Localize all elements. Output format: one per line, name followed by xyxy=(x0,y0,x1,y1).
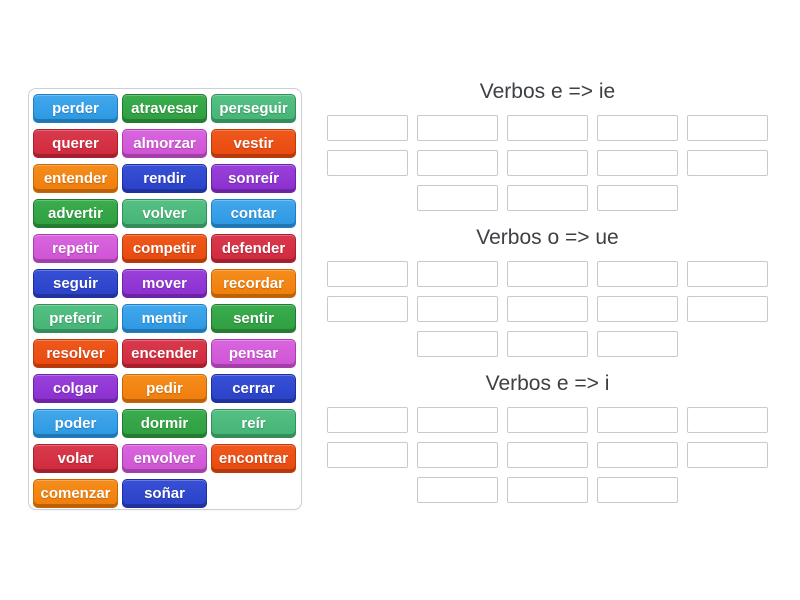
drop-slot[interactable] xyxy=(417,261,498,287)
drop-slot[interactable] xyxy=(597,296,678,322)
word-tile[interactable]: sonreír xyxy=(211,164,296,193)
slot-row xyxy=(327,477,768,503)
drop-slot[interactable] xyxy=(417,407,498,433)
word-tile[interactable]: volar xyxy=(33,444,118,473)
drop-slot[interactable] xyxy=(417,185,498,211)
drop-slot[interactable] xyxy=(687,407,768,433)
slot-row xyxy=(327,261,768,287)
word-tile[interactable]: mover xyxy=(122,269,207,298)
drop-slot[interactable] xyxy=(327,407,408,433)
drop-slot[interactable] xyxy=(507,442,588,468)
drop-slot[interactable] xyxy=(687,115,768,141)
word-tile[interactable]: repetir xyxy=(33,234,118,263)
drop-slot[interactable] xyxy=(597,185,678,211)
word-tile[interactable]: querer xyxy=(33,129,118,158)
drop-slot[interactable] xyxy=(597,115,678,141)
drop-slot[interactable] xyxy=(327,442,408,468)
group-title: Verbos e => ie xyxy=(479,80,616,103)
sort-groups-area: Verbos e => ie Verbos o => ue xyxy=(327,78,768,516)
word-tile[interactable]: entender xyxy=(33,164,118,193)
word-tile[interactable]: encender xyxy=(122,339,207,368)
word-tile[interactable]: cerrar xyxy=(211,374,296,403)
drop-slot[interactable] xyxy=(507,261,588,287)
drop-slot[interactable] xyxy=(597,150,678,176)
word-tile[interactable]: vestir xyxy=(211,129,296,158)
drop-slot[interactable] xyxy=(507,185,588,211)
drop-slot[interactable] xyxy=(327,115,408,141)
drop-slot[interactable] xyxy=(687,150,768,176)
slot-row xyxy=(327,296,768,322)
word-tile[interactable]: perseguir xyxy=(211,94,296,123)
drop-slot[interactable] xyxy=(327,261,408,287)
word-tile[interactable]: mentir xyxy=(122,304,207,333)
word-tile[interactable]: comenzar xyxy=(33,479,118,508)
group-verbos-o-ue: Verbos o => ue xyxy=(327,224,768,357)
group-title: Verbos o => ue xyxy=(476,226,619,249)
word-bank-panel: perder atravesar perseguir querer almorz… xyxy=(28,88,302,510)
drop-slot[interactable] xyxy=(507,296,588,322)
drop-slot[interactable] xyxy=(327,150,408,176)
drop-slot[interactable] xyxy=(507,477,588,503)
drop-slot[interactable] xyxy=(417,442,498,468)
drop-slot[interactable] xyxy=(417,296,498,322)
drop-slot[interactable] xyxy=(597,442,678,468)
drop-slot[interactable] xyxy=(417,477,498,503)
word-tile[interactable]: volver xyxy=(122,199,207,228)
word-tile[interactable]: colgar xyxy=(33,374,118,403)
drop-slot[interactable] xyxy=(597,331,678,357)
word-tile[interactable]: atravesar xyxy=(122,94,207,123)
drop-slot[interactable] xyxy=(597,261,678,287)
drop-slot[interactable] xyxy=(597,477,678,503)
slot-row xyxy=(327,442,768,468)
word-tile[interactable]: rendir xyxy=(122,164,207,193)
word-tile[interactable]: advertir xyxy=(33,199,118,228)
drop-slot[interactable] xyxy=(687,261,768,287)
word-tile[interactable]: defender xyxy=(211,234,296,263)
word-tile[interactable]: recordar xyxy=(211,269,296,298)
slot-row xyxy=(327,407,768,433)
slot-row xyxy=(327,331,768,357)
slot-row xyxy=(327,150,768,176)
drop-slot[interactable] xyxy=(507,150,588,176)
word-tile[interactable]: pedir xyxy=(122,374,207,403)
drop-slot[interactable] xyxy=(327,296,408,322)
word-tile[interactable]: competir xyxy=(122,234,207,263)
group-title: Verbos e => i xyxy=(485,372,610,395)
slot-row xyxy=(327,115,768,141)
word-tile[interactable]: contar xyxy=(211,199,296,228)
word-tile[interactable]: seguir xyxy=(33,269,118,298)
group-verbos-e-i: Verbos e => i xyxy=(327,370,768,503)
drop-slot[interactable] xyxy=(417,150,498,176)
word-tile[interactable]: almorzar xyxy=(122,129,207,158)
drop-slot[interactable] xyxy=(687,296,768,322)
drop-slot[interactable] xyxy=(687,442,768,468)
drop-slot[interactable] xyxy=(507,331,588,357)
word-tile[interactable]: pensar xyxy=(211,339,296,368)
drop-slot[interactable] xyxy=(507,407,588,433)
word-tile[interactable]: encontrar xyxy=(211,444,296,473)
word-tile[interactable]: dormir xyxy=(122,409,207,438)
word-tile[interactable]: poder xyxy=(33,409,118,438)
word-tile[interactable]: resolver xyxy=(33,339,118,368)
word-tile[interactable]: soñar xyxy=(122,479,207,508)
slot-row xyxy=(327,185,768,211)
word-tile[interactable]: sentir xyxy=(211,304,296,333)
word-tile[interactable]: reír xyxy=(211,409,296,438)
word-tile[interactable]: perder xyxy=(33,94,118,123)
group-verbos-e-ie: Verbos e => ie xyxy=(327,78,768,211)
word-tile[interactable]: preferir xyxy=(33,304,118,333)
drop-slot[interactable] xyxy=(597,407,678,433)
word-tile[interactable]: envolver xyxy=(122,444,207,473)
drop-slot[interactable] xyxy=(507,115,588,141)
drop-slot[interactable] xyxy=(417,331,498,357)
drop-slot[interactable] xyxy=(417,115,498,141)
